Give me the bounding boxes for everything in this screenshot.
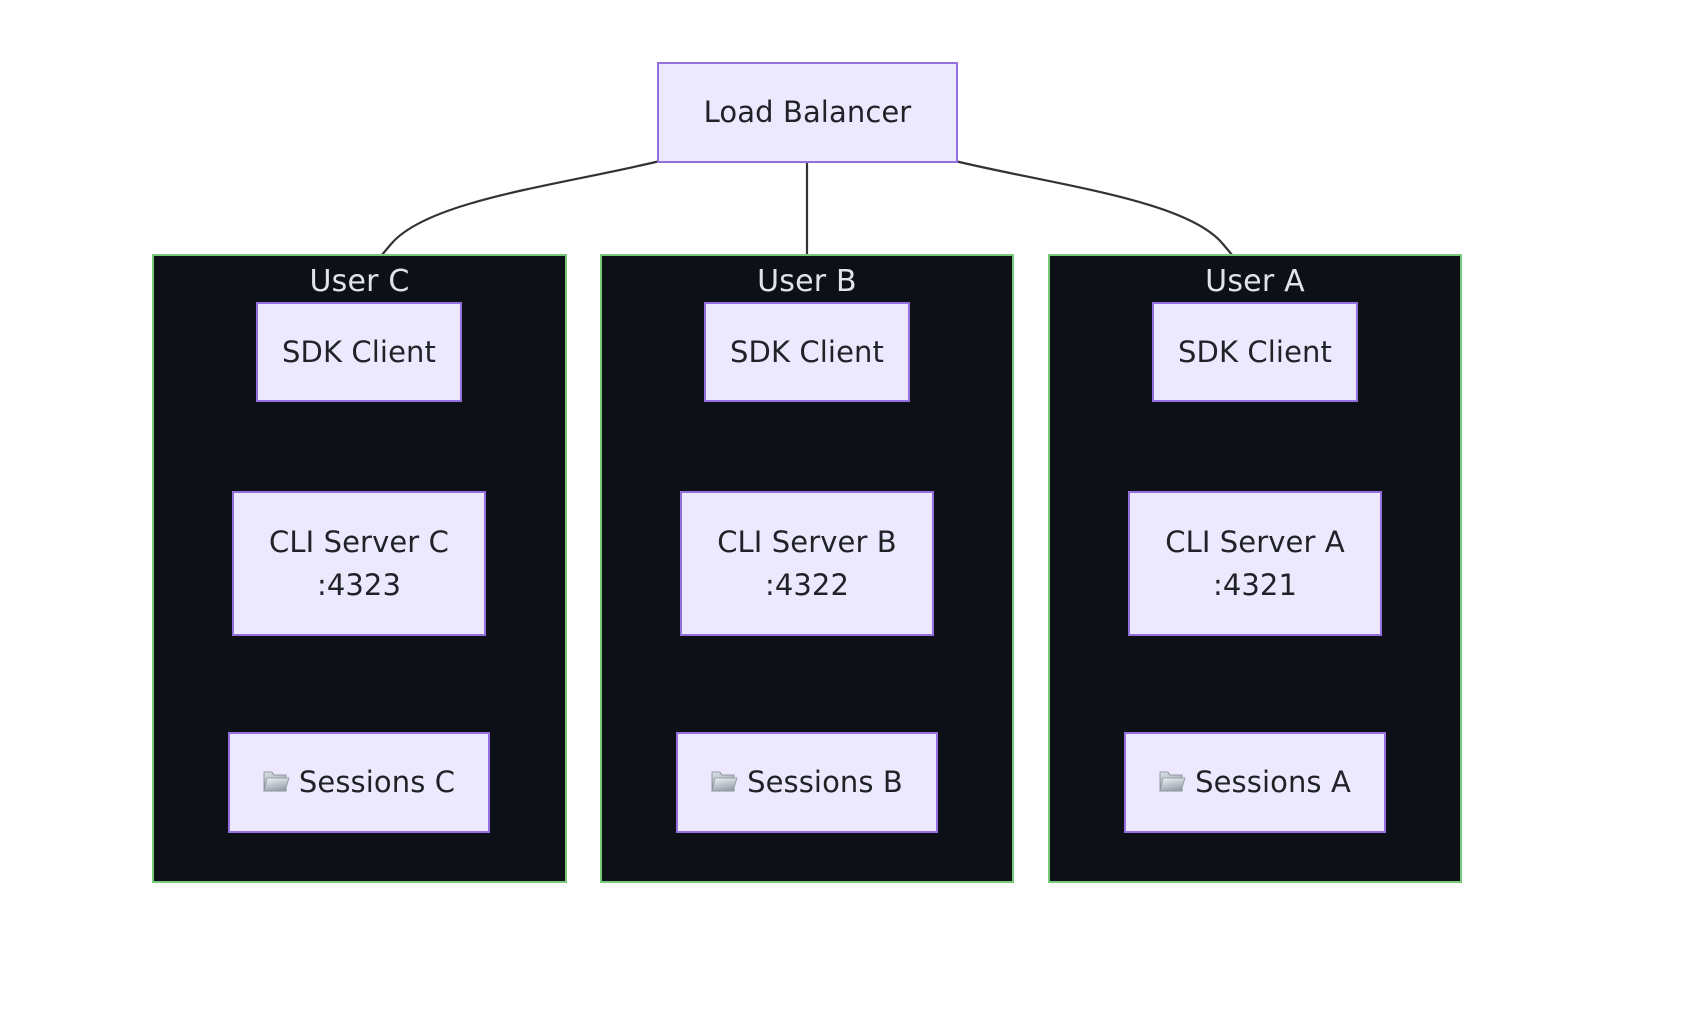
node-sdk-client-c[interactable]: SDK Client (256, 302, 462, 402)
node-sessions-b-text: Sessions B (747, 765, 903, 800)
folder-icon (711, 772, 738, 792)
node-cli-server-c[interactable]: CLI Server C :4323 (232, 491, 486, 636)
node-cli-server-b-port: :4322 (764, 567, 850, 602)
node-sdk-client-b-label: SDK Client (730, 334, 884, 369)
node-sdk-client-c-label: SDK Client (282, 334, 436, 369)
node-cli-server-a[interactable]: CLI Server A :4321 (1128, 491, 1382, 636)
node-sdk-client-a-label: SDK Client (1178, 334, 1332, 369)
node-sessions-a-label: Sessions A (1159, 761, 1351, 803)
node-load-balancer[interactable]: Load Balancer (657, 62, 958, 163)
node-sessions-c-text: Sessions C (298, 765, 456, 800)
node-sessions-c[interactable]: Sessions C (228, 732, 490, 833)
node-sessions-c-label: Sessions C (263, 761, 455, 803)
node-cli-server-c-label: CLI Server C (269, 525, 449, 560)
node-sessions-b-label: Sessions B (711, 761, 903, 803)
node-cli-server-a-label: CLI Server A (1165, 525, 1345, 560)
node-load-balancer-label: Load Balancer (703, 95, 912, 130)
folder-icon (1159, 772, 1186, 792)
node-cli-server-a-port: :4321 (1212, 567, 1298, 602)
node-cli-server-b-label: CLI Server B (717, 525, 897, 560)
folder-icon (263, 772, 290, 792)
node-sessions-b[interactable]: Sessions B (676, 732, 938, 833)
node-sdk-client-b[interactable]: SDK Client (704, 302, 910, 402)
node-cli-server-b[interactable]: CLI Server B :4322 (680, 491, 934, 636)
node-sdk-client-a[interactable]: SDK Client (1152, 302, 1358, 402)
node-cli-server-c-port: :4323 (316, 567, 402, 602)
node-sessions-a-text: Sessions A (1195, 765, 1351, 800)
node-sessions-a[interactable]: Sessions A (1124, 732, 1386, 833)
